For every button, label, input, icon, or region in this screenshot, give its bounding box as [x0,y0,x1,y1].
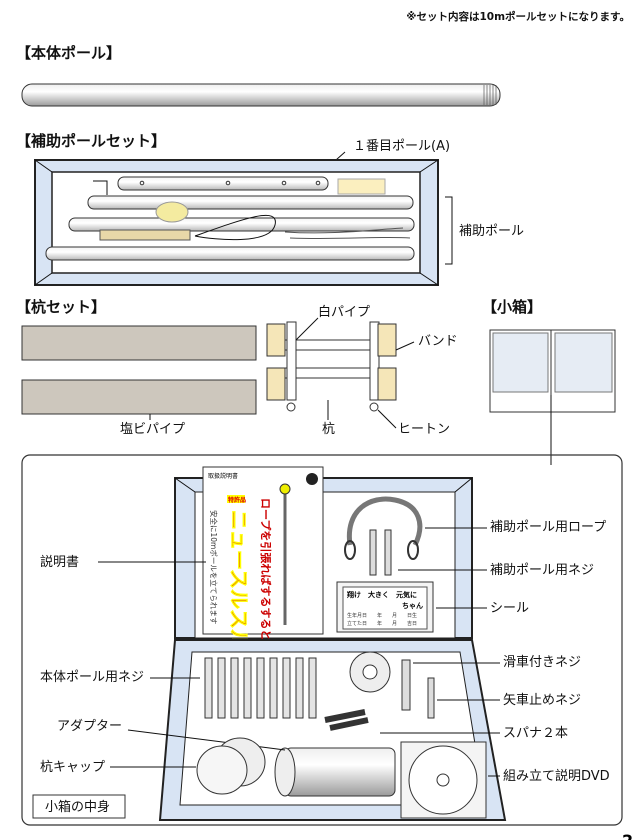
svg-text:安全に10mポールを立てられます: 安全に10mポールを立てられます [209,510,219,624]
wrench-label: スパナ２本 [503,726,568,741]
sticker-label: シール [490,601,529,616]
white-pipe-label: 白パイプ [318,304,370,320]
support-set-box [34,159,439,286]
small-box-image [489,329,616,413]
pulley-screw-label: 滑車付きネジ [503,655,581,670]
pulley-screw-image [349,651,411,711]
wrench-image [324,709,369,731]
manual-label: 説明書 [40,554,79,570]
arrow-stop-screw-label: 矢車止めネジ [503,693,581,708]
svg-text:生年月日 年 月 日生: 生年月日 年 月 日生 [347,612,417,619]
contents-label: 小箱の中身 [45,799,110,815]
stake-caps-image [196,737,266,795]
stake-image [266,321,397,412]
band-label: バンド [418,334,458,349]
main-pole-image [21,83,501,107]
support-set-heading: 【補助ポールセット】 [16,132,166,150]
first-pole-label: １番目ポール(A) [353,139,450,154]
main-pole-screws-image [204,657,317,719]
manual-image: 取扱説明書 特許品 ニュースルスルポール ロープを引張ればするすると揚げて行く。… [202,466,324,709]
page-number: 2 [622,831,633,840]
small-box-heading: 【小箱】 [482,298,542,316]
adapter-label: アダプター [57,719,122,734]
support-pole-label: 補助ポール [459,224,524,239]
support-screws-label: 補助ポール用ネジ [490,563,594,578]
main-pole-screws-label: 本体ポール用ネジ [40,670,144,685]
eye-screw-label: ヒートン [398,422,450,437]
sticker-image: 翔け 大きく 元気に ちゃん 生年月日 年 月 日生 立てた日 年 月 吉日 [336,581,434,633]
contents-label-box [32,794,126,819]
set-note: ※セット内容は10mポールセットになります。 [406,10,630,23]
dvd-label: 組み立て説明DVD [503,768,610,784]
svg-text:取扱説明書: 取扱説明書 [208,472,238,480]
rope-label: 補助ポール用ロープ [490,520,606,535]
arrow-stop-screw-image [427,677,435,719]
svg-text:翔け 大きく 元気に: 翔け 大きく 元気に [346,590,417,599]
stake-label: 杭 [322,422,335,437]
main-pole-heading: 【本体ポール】 [16,44,121,62]
support-screws-image [369,529,392,576]
small-box-contents-frame [21,454,623,826]
svg-text:ちゃん: ちゃん [402,602,423,610]
svg-text:立てた日 年 月 吉日: 立てた日 年 月 吉日 [347,620,417,627]
stake-set-heading: 【杭セット】 [16,298,106,316]
rope-image [344,496,423,560]
pvc-pipes-image [21,325,257,415]
stake-cap-label: 杭キャップ [40,760,105,775]
dvd-image [400,741,487,819]
pvc-pipe-label: 塩ビパイプ [120,422,185,437]
svg-text:特許品: 特許品 [228,496,246,504]
adapter-image [274,747,396,797]
